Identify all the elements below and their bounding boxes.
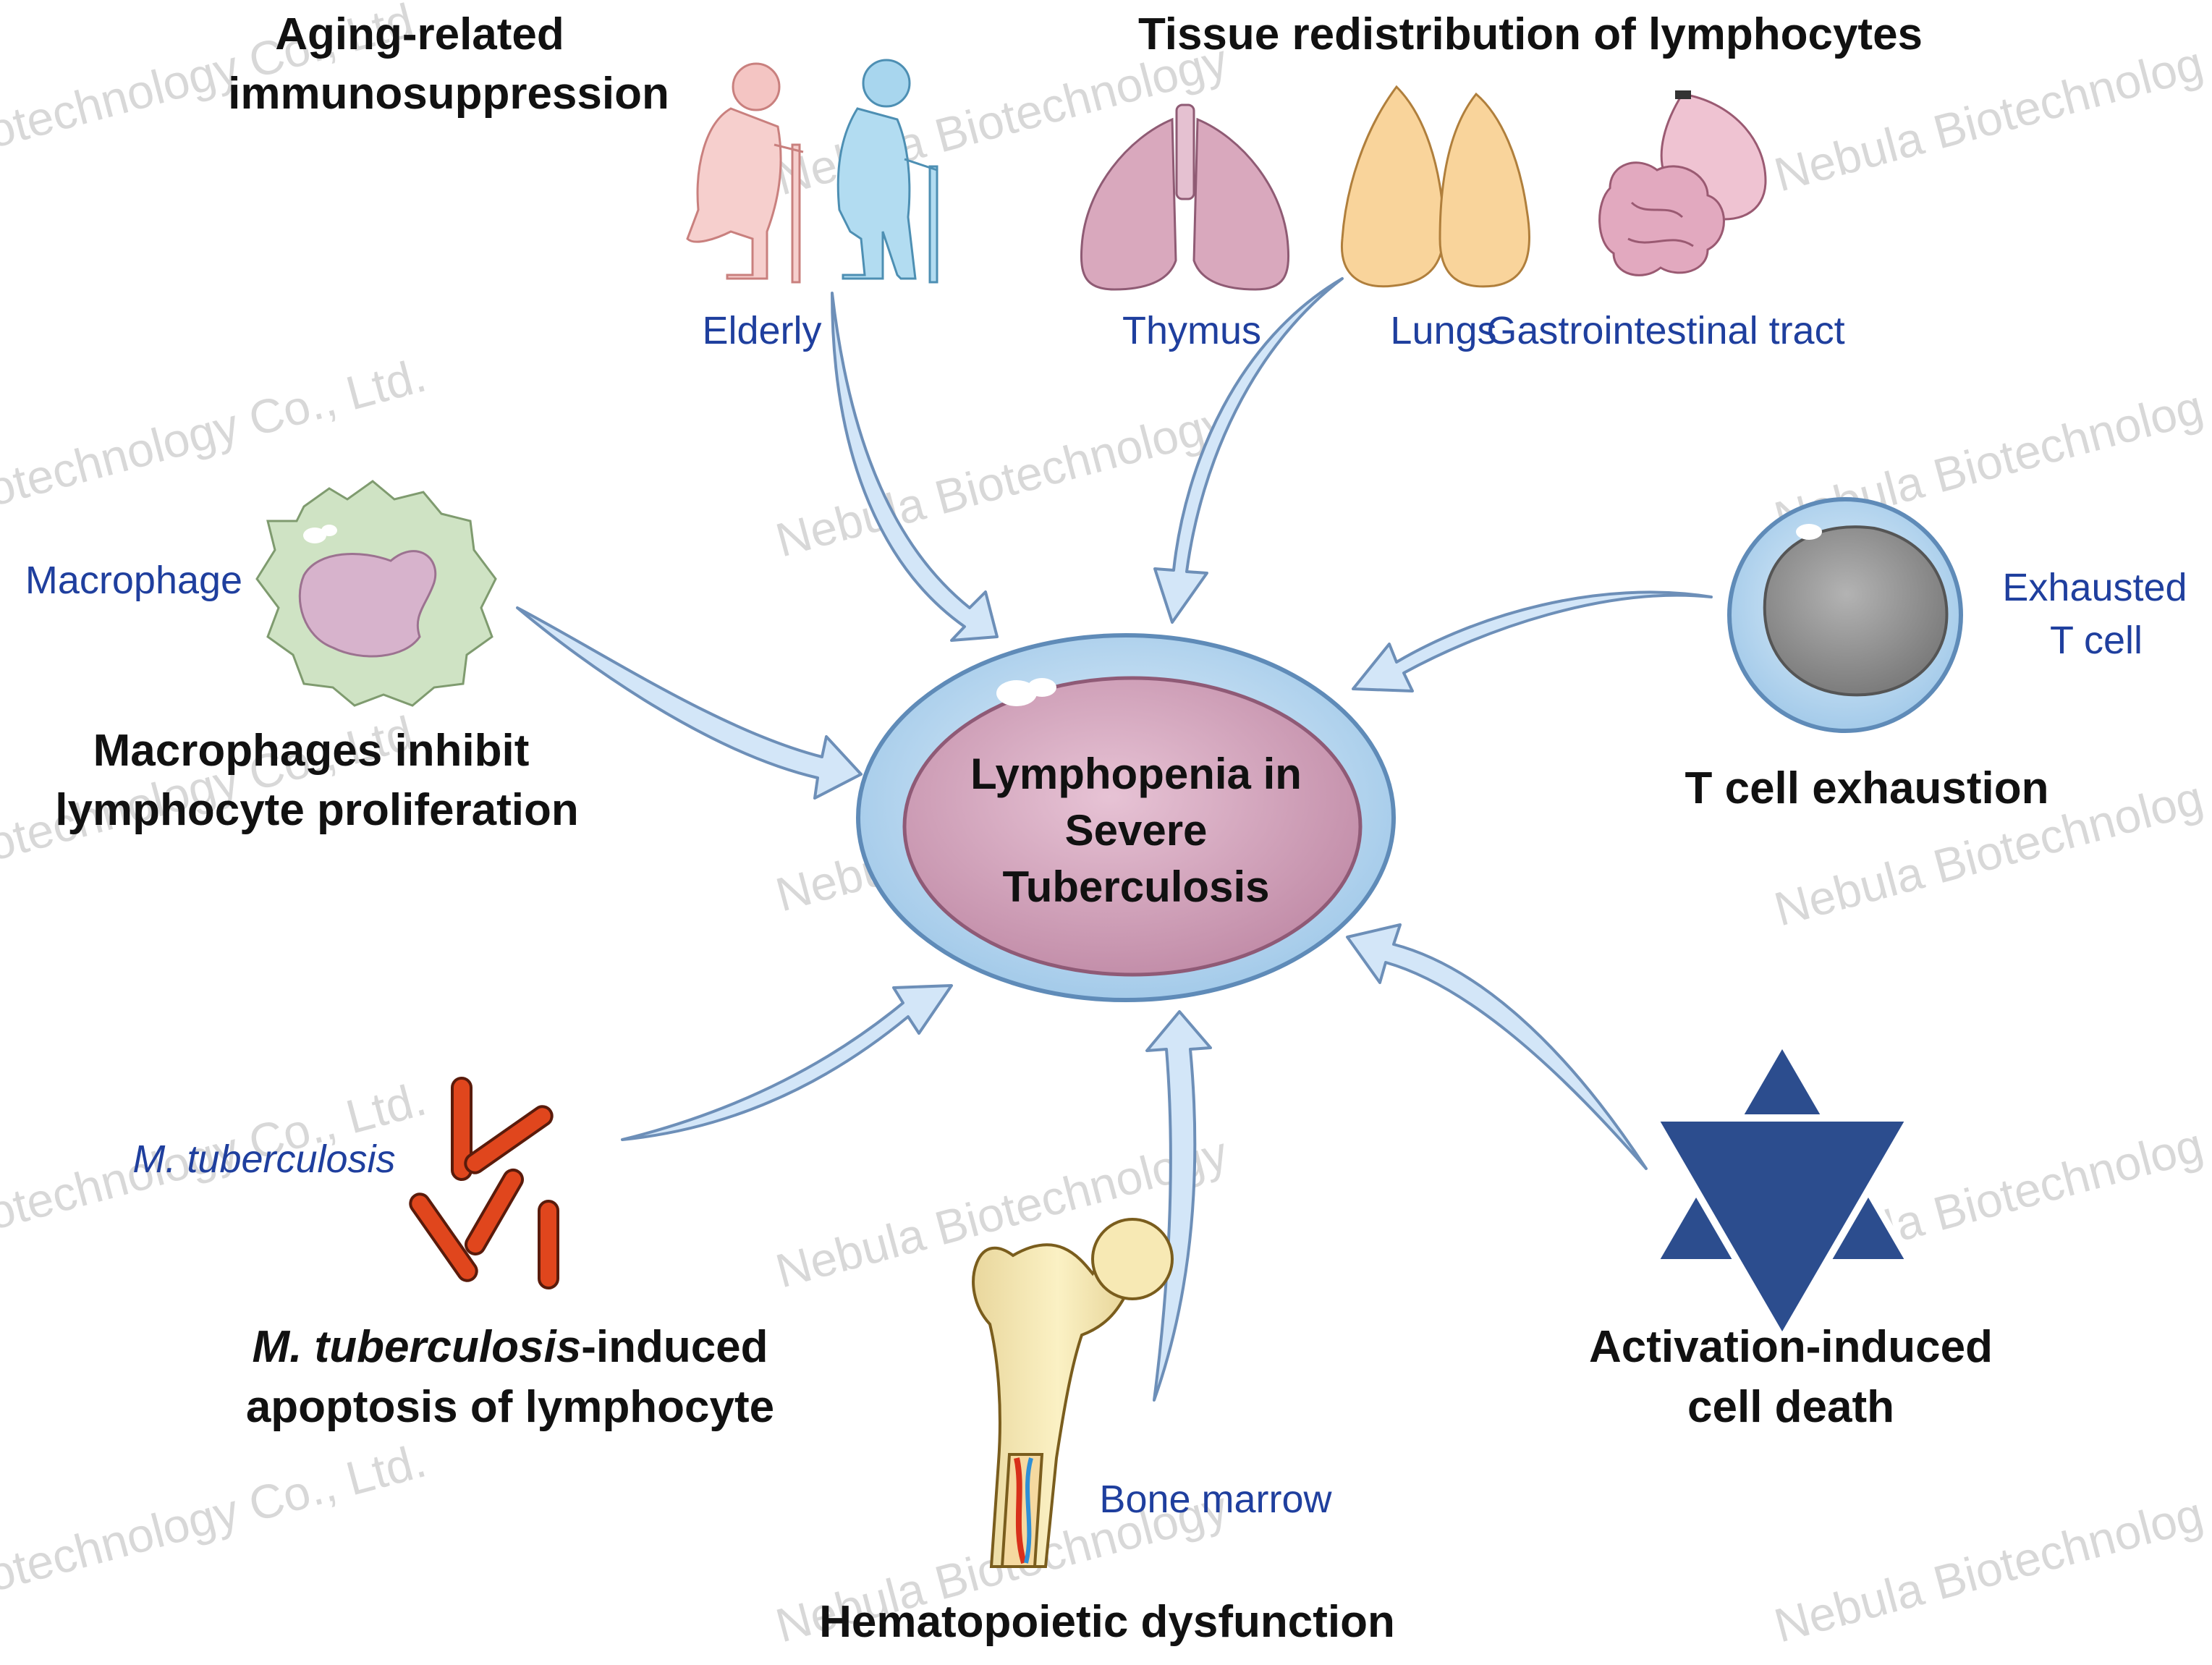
activation-induced-death-star-icon	[1648, 1035, 1917, 1346]
center-title-line2: Severe	[1065, 806, 1208, 855]
bone-marrow-label: Bone marrow	[1099, 1478, 1332, 1521]
watermark: Nebula Biotechnolog	[1768, 35, 2208, 201]
elderly-figures-icon	[836, 59, 938, 284]
arrow-from-tissues	[1153, 277, 1344, 624]
elderly-figures-icon	[686, 62, 804, 284]
exhausted-label-line1: Exhausted	[2002, 566, 2187, 609]
center-title-line1: Lymphopenia in	[970, 750, 1302, 798]
mtb-heading-italic: M. tuberculosis	[252, 1322, 581, 1372]
mtb-label: M. tuberculosis	[132, 1137, 395, 1181]
arrow-from-elderly	[831, 292, 999, 642]
arrow-from-mtb	[621, 984, 953, 1141]
watermark: Nebula Biotechnology	[770, 395, 1232, 567]
arrow-from-macrophage	[516, 606, 863, 800]
thymus-label: Thymus	[1122, 309, 1261, 352]
center-cell: Lymphopenia in Severe Tuberculosis	[856, 633, 1396, 1002]
headings: Aging-related immunosuppression Tissue r…	[55, 9, 2048, 1647]
aicd-heading-line1: Activation-induced	[1589, 1322, 1993, 1372]
arrow-from-tcell	[1352, 590, 1713, 692]
exhausted-t-cell-icon	[1727, 497, 1963, 733]
aicd-heading-line2: cell death	[1687, 1382, 1894, 1432]
mtb-heading-line1: M. tuberculosis-induced	[252, 1322, 768, 1372]
macrophage-heading-line1: Macrophages inhibit	[93, 726, 530, 776]
tissue-heading: Tissue redistribution of lymphocytes	[1138, 9, 1923, 59]
mtb-heading-line2: apoptosis of lymphocyte	[246, 1382, 774, 1432]
mtb-bacteria-icon	[409, 1077, 559, 1289]
gastrointestinal-tract-icon	[1598, 90, 1767, 276]
aging-heading-line2: immunosuppression	[228, 69, 669, 119]
hematopoietic-heading: Hematopoietic dysfunction	[819, 1597, 1395, 1647]
lungs-label: Lungs	[1390, 309, 1496, 352]
exhausted-label-line2: T cell	[2050, 619, 2143, 662]
gi-tract-label: Gastrointestinal tract	[1486, 309, 1844, 352]
watermark: Nebula Biotechnolog	[1768, 1486, 2208, 1652]
lungs-organ-icon	[1340, 85, 1531, 288]
arrow-layer	[516, 277, 1713, 1402]
thymus-organ-icon	[1080, 103, 1290, 291]
bone-marrow-icon	[972, 1218, 1174, 1568]
aging-heading-line1: Aging-related	[275, 9, 564, 59]
elderly-label: Elderly	[702, 309, 821, 352]
arrow-from-aicd	[1346, 923, 1648, 1170]
tcell-exhaustion-heading: T cell exhaustion	[1685, 763, 2048, 813]
arrow-from-bone-marrow	[1145, 1010, 1212, 1402]
watermark: otechnology Co., Ltd.	[0, 1433, 431, 1602]
macrophage-label: Macrophage	[25, 559, 242, 602]
center-title-line3: Tuberculosis	[1003, 863, 1270, 911]
mtb-heading-rest: -induced	[581, 1322, 768, 1372]
macrophage-heading-line2: lymphocyte proliferation	[55, 785, 578, 835]
labels: Elderly Thymus Lungs Gastrointestinal tr…	[25, 309, 2187, 1521]
macrophage-cell-icon	[255, 480, 497, 707]
